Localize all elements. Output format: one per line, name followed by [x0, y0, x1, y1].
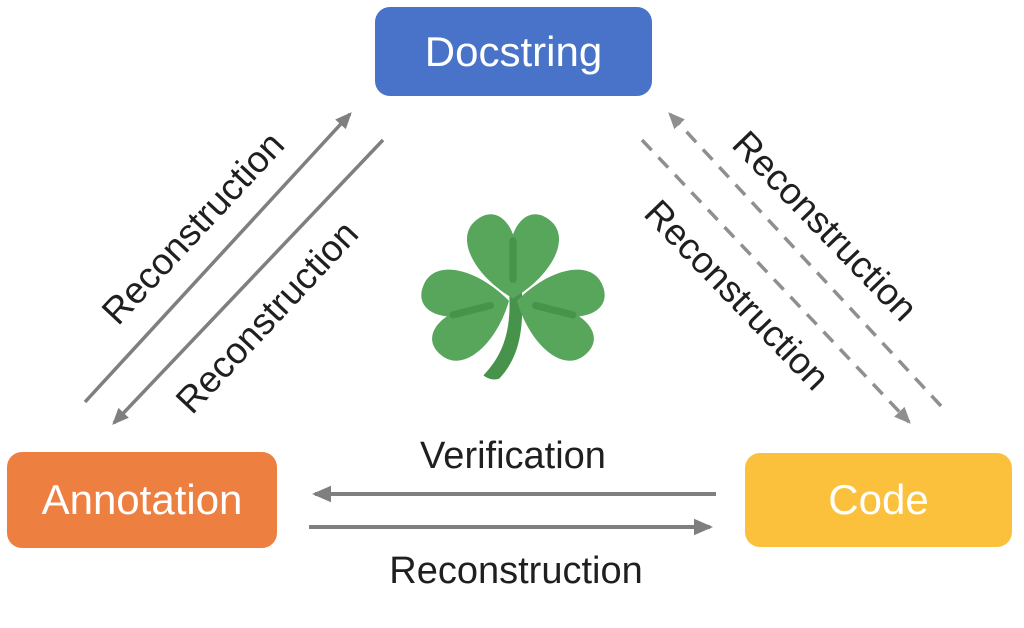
shamrock-vein-right — [532, 301, 577, 319]
docstring-node: Docstring — [375, 7, 652, 96]
code-node-label: Code — [828, 476, 929, 523]
edge-label-code-to-annotation: Verification — [420, 435, 606, 477]
annotation-node: Annotation — [7, 452, 277, 548]
arrow-annotation-to-docstring — [83, 112, 352, 404]
code-node: Code — [745, 453, 1012, 547]
shamrock-vein-left — [449, 301, 494, 319]
arrow-docstring-to-code — [640, 138, 911, 424]
arrow-code-to-docstring — [668, 112, 943, 408]
annotation-node-label: Annotation — [41, 476, 243, 523]
shamrock-icon — [421, 214, 605, 380]
edge-label-annotation-to-code: Reconstruction — [389, 550, 643, 592]
docstring-node-label: Docstring — [424, 27, 603, 75]
arrow-docstring-to-annotation — [112, 138, 385, 425]
shamrock-stem — [483, 288, 523, 380]
